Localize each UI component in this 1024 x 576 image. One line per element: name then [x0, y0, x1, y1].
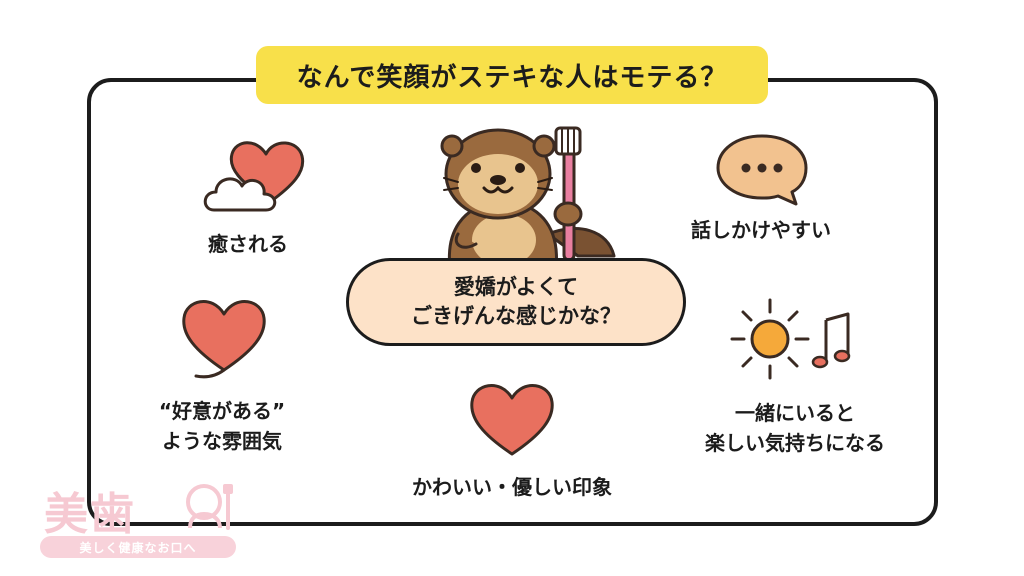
- label-iyasareru: 癒される: [208, 232, 288, 256]
- label-tanoshii-line2: 楽しい気持ちになる: [705, 431, 885, 455]
- label-kawaii: かわいい・優しい印象: [412, 475, 612, 499]
- label-hanashikake: 話しかけやすい: [691, 218, 831, 242]
- brand-logo: 美歯 美しく健康なお口へ: [40, 478, 240, 564]
- heart-icon: [470, 384, 554, 456]
- logo-main-text: 美歯: [44, 489, 136, 540]
- heart-icon: [182, 300, 266, 379]
- heart-cloud-icon: [203, 141, 305, 212]
- sun-music-icon: [730, 298, 851, 380]
- label-tanoshii-line1: 一緒にいると: [735, 401, 855, 425]
- label-tanoshii: 一緒にいると 楽しい気持ちになる: [690, 398, 900, 458]
- label-koui: “好意がある” ような雰囲気: [142, 396, 302, 456]
- label-koui-line1: “好意がある”: [158, 399, 286, 423]
- logo-otter-icon: [186, 484, 233, 530]
- center-bubble-line1: 愛嬌がよくて: [453, 274, 579, 299]
- page-title: なんで笑顔がステキな人はモテる？: [256, 46, 768, 104]
- speech-bubble-icon: [716, 134, 808, 206]
- logo-tagline: 美しく健康なお口へ: [40, 536, 236, 558]
- label-koui-line2: ような雰囲気: [162, 429, 282, 453]
- otter-mascot-icon: [440, 126, 616, 268]
- center-bubble-line2: ごきげんな感じかな？: [411, 304, 621, 328]
- center-speech-bubble: 愛嬌がよくて ごきげんな感じかな？: [346, 258, 686, 346]
